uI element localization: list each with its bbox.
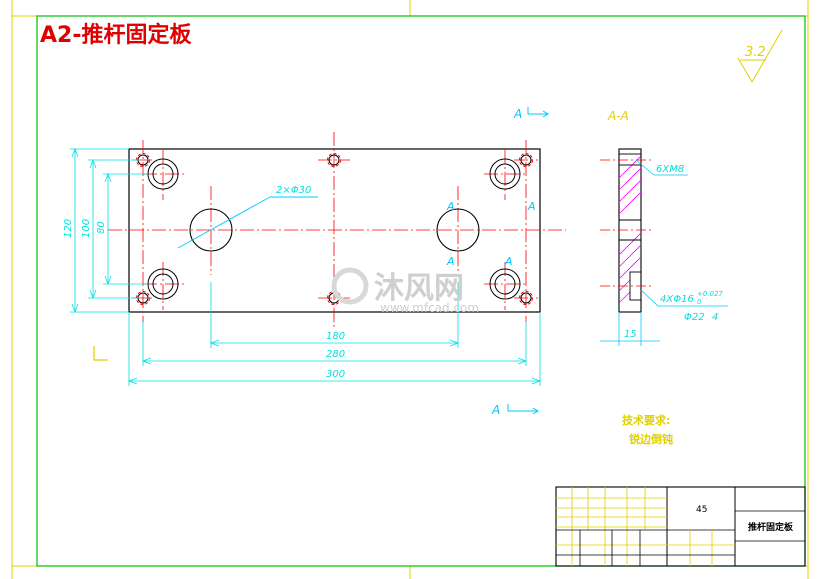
dim-280: 280 xyxy=(326,349,345,360)
plate-outline xyxy=(128,148,541,313)
section-mark-inner-4: A xyxy=(504,255,513,268)
title-block-part-name: 推杆固定板 xyxy=(748,521,794,533)
dim-100: 100 xyxy=(81,219,92,238)
hole-callout: 2×Φ30 xyxy=(276,185,311,196)
counterbore-tolerance: +0.027 xyxy=(697,290,723,298)
section-arrows xyxy=(507,107,549,415)
hatch-region xyxy=(618,155,642,304)
section-center-lines xyxy=(600,159,652,287)
section-view: A-A xyxy=(600,109,728,346)
title-block-grid-yellow xyxy=(556,487,735,566)
large-hole-left xyxy=(189,208,233,252)
front-view: 2×Φ30 A A A A xyxy=(108,132,566,328)
watermark-logo-icon xyxy=(331,267,369,305)
roughness-value: 3.2 xyxy=(745,45,766,60)
title-block: 45 推杆固定板 xyxy=(555,486,806,567)
hole-leader xyxy=(177,196,318,249)
vertical-dimensions xyxy=(70,147,148,314)
counterbore-callout: 4XΦ16 xyxy=(660,294,694,305)
watermark: 沐风网 www.mfcad.com xyxy=(331,267,479,315)
dim-300: 300 xyxy=(326,369,345,380)
notes-heading: 技术要求: xyxy=(622,413,670,427)
side-outline xyxy=(618,148,642,313)
watermark-url: www.mfcad.com xyxy=(380,301,479,315)
dim-80: 80 xyxy=(96,221,107,234)
section-leaders xyxy=(600,159,728,346)
section-details xyxy=(618,153,642,301)
drawing-frame xyxy=(36,15,806,567)
section-mark-inner-2: A xyxy=(527,200,536,213)
section-title: A-A xyxy=(607,109,629,123)
section-mark-inner-3: A xyxy=(446,255,455,268)
thread-callout: 6XM8 xyxy=(656,164,684,175)
dim-120: 120 xyxy=(63,219,74,238)
title-block-grid-black xyxy=(556,529,735,566)
notes-line1: 锐边倒钝 xyxy=(629,432,673,446)
center-lines xyxy=(108,132,566,328)
watermark-brand: 沐风网 xyxy=(374,271,464,306)
section-mark-inner-1: A xyxy=(446,200,455,213)
horizontal-dimensions xyxy=(127,282,542,386)
depth-value: 4 xyxy=(712,312,718,323)
roughness-symbol xyxy=(737,29,783,83)
title-block-scale: 45 xyxy=(696,505,707,515)
dim-180: 180 xyxy=(326,331,345,342)
corner-mark xyxy=(93,346,108,361)
dim-15: 15 xyxy=(624,329,637,340)
drawing-title: A2-推杆固定板 xyxy=(40,22,192,48)
counterbore-depth: Φ22 xyxy=(684,312,705,323)
section-mark-bottom: A xyxy=(491,403,500,417)
counterbore-tolerance-low: 0 xyxy=(697,298,702,306)
section-mark-top: A xyxy=(513,107,522,121)
large-hole-right xyxy=(436,208,480,252)
